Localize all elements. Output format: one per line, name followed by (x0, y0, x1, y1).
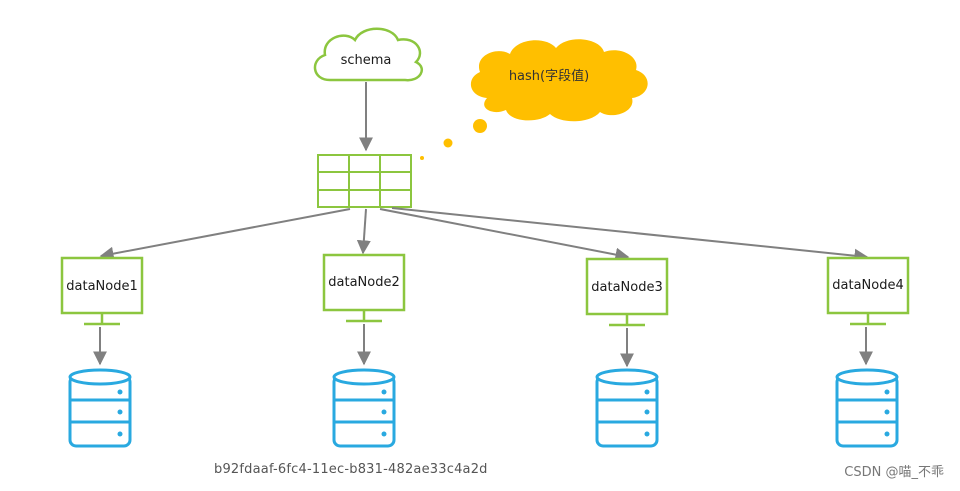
datanode-3: dataNode3 (585, 257, 669, 327)
thought-bubble-large (473, 119, 487, 133)
datanode-3-label: dataNode3 (591, 280, 662, 295)
datanode-4-label: dataNode4 (832, 278, 903, 293)
id-caption: b92fdaaf-6fc4-11ec-b831-482ae33c4a2d (214, 462, 488, 477)
arrow-to-datanode1 (99, 208, 351, 261)
database-2-icon (332, 368, 396, 448)
datanode-2-label: dataNode2 (328, 275, 399, 290)
datanode-2: dataNode2 (322, 253, 406, 323)
database-4-icon (835, 368, 899, 448)
datanode-1: dataNode1 (60, 256, 144, 326)
schema-label: schema (341, 53, 392, 68)
arrow-to-datanode4 (391, 207, 869, 263)
thought-bubble-medium (443, 138, 453, 148)
hash-thought-cloud: hash(字段值) (420, 39, 648, 160)
arrow-to-datanode2 (356, 208, 371, 255)
datanode-1-label: dataNode1 (66, 279, 137, 294)
table-grid-icon (317, 154, 412, 208)
database-3-icon (595, 368, 659, 448)
arrow-to-datanode3 (379, 208, 630, 262)
database-1-icon (68, 368, 132, 448)
distribution-arrows (99, 207, 869, 263)
node-to-db-arrows (93, 324, 873, 368)
hash-label: hash(字段值) (509, 68, 589, 84)
datanode-4: dataNode4 (826, 256, 910, 326)
csdn-watermark: CSDN @喵_不乖 (844, 465, 944, 480)
thought-bubble-small (420, 156, 424, 160)
schema-cloud: schema (313, 27, 423, 82)
